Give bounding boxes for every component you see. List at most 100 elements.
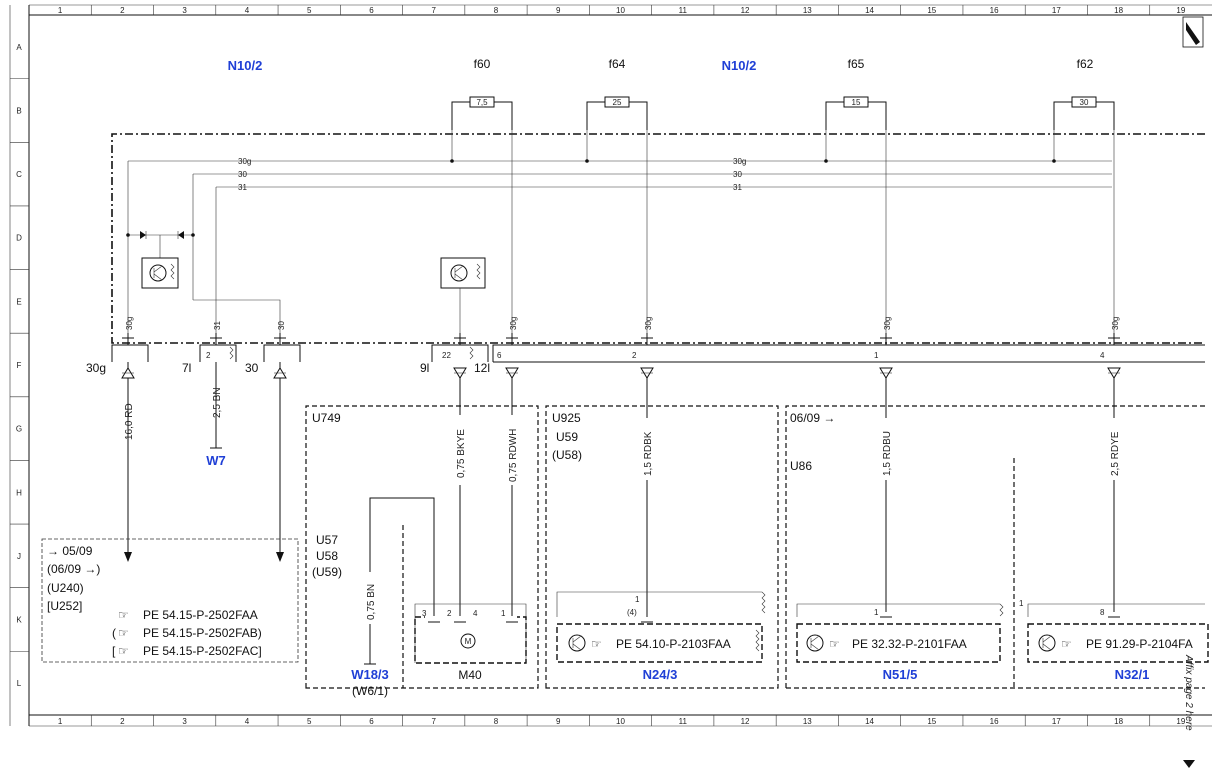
column-number: 8 — [494, 6, 499, 15]
svg-text:31: 31 — [213, 321, 222, 330]
column-number: 18 — [1114, 717, 1123, 726]
column-number: 15 — [927, 6, 936, 15]
wire-0-75-rdwh: 0,75 RDWH — [508, 429, 519, 482]
fuse-f62-label: f62 — [1077, 57, 1094, 71]
column-number: 1 — [58, 717, 63, 726]
m40-label: M40 — [458, 668, 482, 682]
column-number: 13 — [803, 717, 812, 726]
svg-text:9l: 9l — [420, 361, 429, 375]
svg-text:31: 31 — [238, 183, 247, 192]
wire-0-75-bkye: 0,75 BKYE — [456, 429, 467, 478]
n10-2-internal-left — [126, 161, 281, 343]
fuse-f64-label: f64 — [609, 57, 626, 71]
svg-text:6: 6 — [497, 351, 502, 360]
svg-text:30: 30 — [277, 321, 286, 330]
column-number: 19 — [1176, 6, 1185, 15]
page-corner-icon — [1182, 16, 1204, 48]
svg-text:8: 8 — [1100, 608, 1105, 617]
wire-labels: 0,75 BKYE 0,75 RDWH 1,5 RDBK 1,5 RDBU 2,… — [364, 415, 1121, 624]
variant-notes-box: → 05/09 (06/09 →) (U240) [U252] ☞ PE 54.… — [41, 538, 299, 663]
svg-text:15: 15 — [852, 98, 861, 107]
svg-text:2: 2 — [206, 351, 211, 360]
n10-2-internal-middle — [440, 130, 1115, 343]
column-number: 12 — [741, 717, 750, 726]
n51-5-component: 1 ☞ PE 32.32-P-2101FAA — [796, 603, 1004, 663]
column-number: 10 — [616, 717, 625, 726]
svg-text:3: 3 — [422, 609, 427, 618]
svg-text:30g: 30g — [238, 157, 251, 166]
svg-text:30g: 30g — [86, 361, 106, 375]
column-number: 9 — [556, 6, 561, 15]
u86-label: U86 — [790, 459, 812, 473]
u57-label: U57 — [316, 533, 338, 547]
svg-text:1: 1 — [501, 609, 506, 618]
svg-text:M: M — [465, 637, 472, 646]
affix-page-note: Affix page 2 here — [1183, 654, 1194, 731]
svg-text:30g: 30g — [733, 157, 746, 166]
column-number: 7 — [431, 6, 436, 15]
n24-3-component: 1 (4) ☞ PE 54.10-P-2103FAA — [556, 591, 766, 663]
n51-5-ref: PE 32.32-P-2101FAA — [852, 637, 967, 651]
column-number: 17 — [1052, 6, 1061, 15]
svg-text:30g: 30g — [1111, 317, 1120, 330]
row-letter: K — [16, 616, 22, 625]
down-arrow-icon — [1183, 760, 1195, 768]
svg-text:30: 30 — [733, 170, 742, 179]
n32-1-label: N32/1 — [1115, 667, 1150, 682]
row-letter: D — [16, 234, 22, 243]
svg-text:30g: 30g — [644, 317, 653, 330]
column-number: 10 — [616, 6, 625, 15]
svg-text:(: ( — [112, 626, 116, 640]
row-letter: H — [16, 488, 22, 497]
connector-row-left: 30g 31 30 30g 7l 30 2 — [86, 317, 301, 375]
n10-2-enclosure — [111, 133, 1205, 344]
column-number: 15 — [927, 717, 936, 726]
row-letter: A — [16, 43, 22, 52]
svg-text:PE 54.15-P-2502FAB): PE 54.15-P-2502FAB) — [143, 626, 262, 640]
n32-1-ref: PE 91.29-P-2104FA — [1086, 637, 1193, 651]
svg-text:22: 22 — [442, 351, 451, 360]
svg-text:30g: 30g — [509, 317, 518, 330]
wire-1-5-rdbk: 1,5 RDBK — [643, 431, 654, 476]
fuse-f65-label: f65 — [848, 57, 865, 71]
column-number: 16 — [990, 717, 999, 726]
column-number: 5 — [307, 717, 312, 726]
n24-3-ref: PE 54.10-P-2103FAA — [616, 637, 731, 651]
fuse-f65: 15 — [825, 96, 887, 130]
row-letter: E — [16, 297, 21, 306]
u58-label: U58 — [316, 549, 338, 563]
column-number: 4 — [245, 717, 250, 726]
svg-text:1: 1 — [874, 608, 879, 617]
column-number: 9 — [556, 717, 561, 726]
column-number: 4 — [245, 6, 250, 15]
svg-text:7,5: 7,5 — [476, 98, 488, 107]
column-number: 8 — [494, 717, 499, 726]
left-wires: 16,0 RD 2,5 BN — [121, 362, 287, 562]
svg-text:30g: 30g — [883, 317, 892, 330]
wire-2-5-rdye: 2,5 RDYE — [1110, 431, 1121, 476]
column-number: 14 — [865, 717, 874, 726]
fuse-f64: 25 — [586, 96, 648, 130]
column-number: 17 — [1052, 717, 1061, 726]
pointer-icon: ☞ — [118, 626, 129, 640]
n32-1-component: 1 8 ☞ PE 91.29-P-2104FA — [1019, 599, 1209, 663]
w18-3-label: W18/3 — [351, 667, 389, 682]
u58-paren-label: (U58) — [552, 448, 582, 462]
column-number: 14 — [865, 6, 874, 15]
column-number: 16 — [990, 6, 999, 15]
column-number: 5 — [307, 6, 312, 15]
svg-text:(U240): (U240) — [47, 581, 84, 595]
column-number: 7 — [431, 717, 436, 726]
column-number: 18 — [1114, 6, 1123, 15]
u59-paren-label: (U59) — [312, 565, 342, 579]
n51-5-label: N51/5 — [883, 667, 918, 682]
column-number: 12 — [741, 6, 750, 15]
date-0609-label: 06/09 → — [790, 411, 835, 425]
column-ruler: 1122334455667788991010111112121313141415… — [58, 5, 1186, 726]
svg-text:PE 54.15-P-2502FAC]: PE 54.15-P-2502FAC] — [143, 644, 262, 658]
svg-text:25: 25 — [613, 98, 622, 107]
column-number: 11 — [679, 717, 688, 726]
column-number: 19 — [1176, 717, 1185, 726]
